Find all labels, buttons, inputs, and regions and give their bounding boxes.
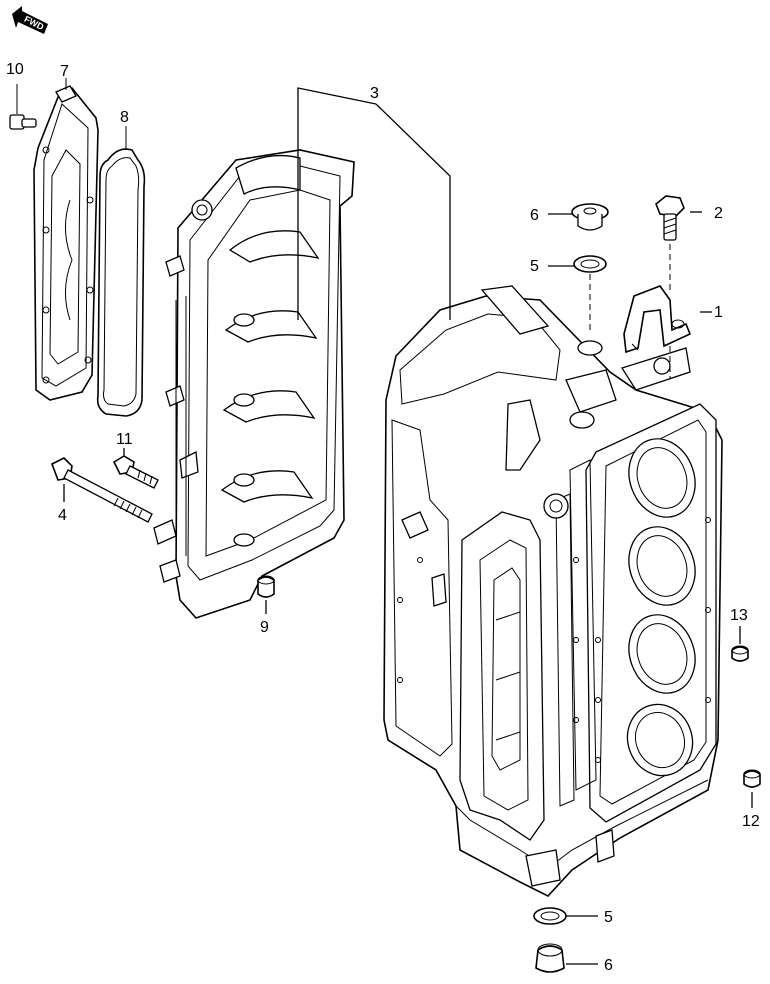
callout-3: 3 bbox=[370, 85, 379, 102]
callout-7: 7 bbox=[60, 63, 69, 80]
callout-12: 12 bbox=[742, 813, 760, 830]
plug-12 bbox=[743, 769, 761, 788]
washer-5-top bbox=[573, 255, 607, 356]
fwd-arrow-icon: FWD bbox=[12, 6, 48, 34]
callout-5-top: 5 bbox=[530, 258, 539, 275]
callout-2: 2 bbox=[714, 205, 723, 222]
callout-11: 11 bbox=[116, 431, 133, 448]
callout-4: 4 bbox=[58, 507, 67, 524]
callout-6-top: 6 bbox=[530, 207, 539, 224]
cover-plate-7 bbox=[33, 78, 99, 401]
callout-labels: 1 2 3 4 5 5 6 6 7 8 9 10 11 12 13 bbox=[6, 61, 760, 974]
callout-10: 10 bbox=[6, 61, 24, 78]
plug-6-bottom bbox=[535, 943, 565, 973]
bolt-10 bbox=[9, 84, 37, 130]
callout-9: 9 bbox=[260, 619, 269, 636]
callout-1: 1 bbox=[714, 304, 723, 321]
plug-6-top bbox=[571, 203, 609, 231]
crankcase-half-3 bbox=[153, 149, 355, 619]
bolt-11 bbox=[112, 455, 159, 489]
callout-13: 13 bbox=[730, 607, 748, 624]
bolt-4 bbox=[50, 457, 153, 523]
callout-6-bottom: 6 bbox=[604, 957, 613, 974]
washer-5-bottom bbox=[533, 907, 567, 925]
clamp-1 bbox=[623, 285, 692, 354]
callout-bracket-3 bbox=[297, 87, 451, 320]
bolt-2 bbox=[655, 195, 685, 378]
callout-5-bottom: 5 bbox=[604, 909, 613, 926]
dowel-pin-9 bbox=[257, 575, 275, 598]
cylinder-block-3 bbox=[383, 285, 723, 897]
leader-lines bbox=[63, 211, 753, 965]
gasket-8 bbox=[96, 126, 146, 417]
callout-8: 8 bbox=[120, 109, 129, 126]
plug-13 bbox=[731, 645, 749, 662]
